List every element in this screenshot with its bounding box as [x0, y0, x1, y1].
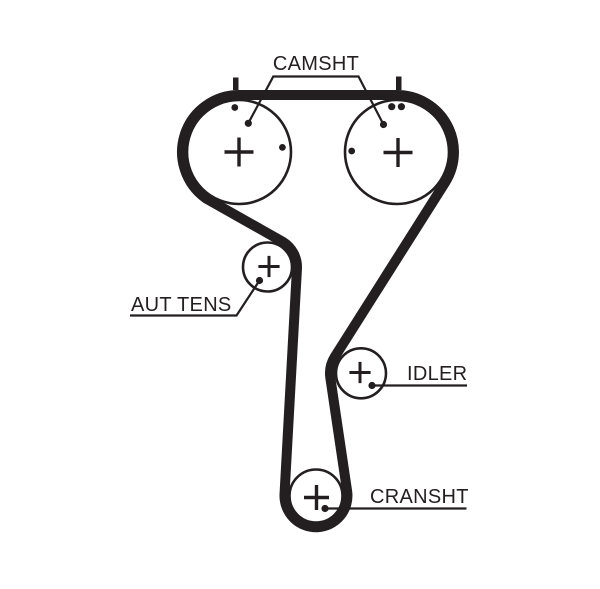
camshaft-label: CAMSHT — [273, 53, 359, 75]
alignment-tick-left — [233, 77, 239, 90]
plus-icon-idler — [349, 361, 371, 384]
tensioner-leader-dot — [255, 276, 264, 285]
camshaft-leader-dot-right — [379, 120, 388, 129]
crankshaft-leader-dot — [321, 504, 329, 513]
timing-mark-dot — [388, 103, 396, 111]
idler-label: IDLER — [407, 363, 467, 385]
timing-mark-dot — [348, 147, 356, 155]
tensioner-label: AUT TENS — [131, 294, 232, 316]
tensioner-leader-line — [130, 279, 261, 317]
plus-icon-tensioner — [258, 255, 280, 278]
timing-mark-dot — [279, 144, 286, 151]
idler-leader-dot — [368, 381, 376, 390]
timing-mark-dot — [231, 104, 239, 111]
timing-mark-dot — [397, 103, 405, 111]
plus-icon-crankshaft — [304, 485, 329, 510]
plus-icon-camshaft-right — [383, 138, 413, 167]
timing-belt-path — [177, 90, 459, 533]
plus-icon-camshaft-left — [224, 137, 254, 167]
camshaft-leader-dot-left — [244, 119, 252, 127]
crankshaft-label: CRANSHT — [370, 486, 469, 508]
alignment-tick-right — [396, 76, 402, 90]
camshaft-leader-line — [247, 75, 385, 126]
